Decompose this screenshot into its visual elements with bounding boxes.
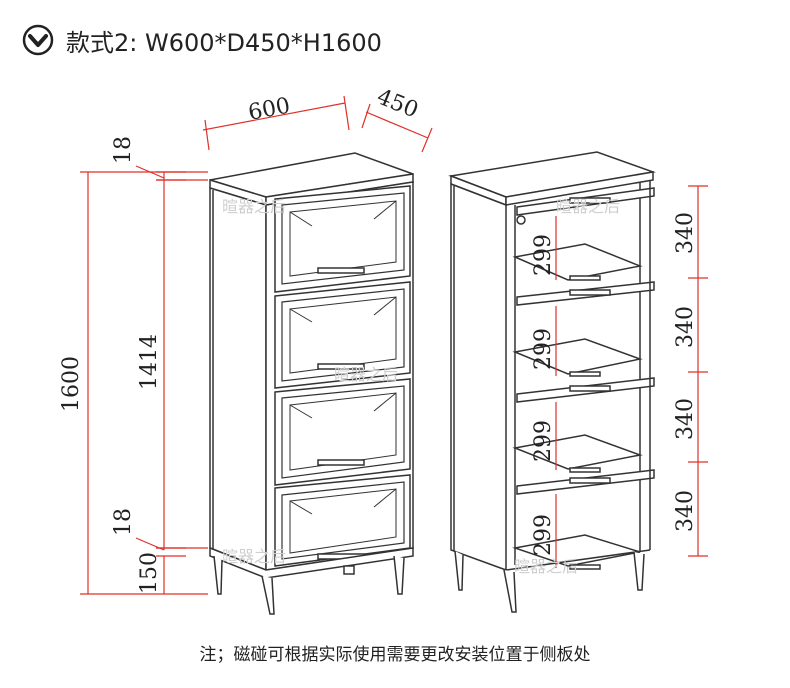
shelf-spacing-label-2: 340 [673,306,698,348]
open-cabinet [448,151,656,613]
total-height-label: 1600 [59,356,84,412]
watermark: 暄器之后 [222,197,286,216]
watermark: 暄器之后 [222,547,286,566]
inner-height-label-4: 299 [531,514,556,556]
shelf-spacing-label-3: 340 [673,398,698,440]
watermark: 暄器之后 [514,557,578,576]
shelf-spacing-label-1: 340 [673,212,698,254]
body-height-label: 1414 [137,334,162,390]
watermark: 暄器之后 [556,197,620,216]
cabinet-diagram: 600 450 1600 1414 18 18 150 340 340 340 … [59,85,708,615]
page-title: 款式2: W600*D450*H1600 [66,28,382,57]
shelf-spacing-label-4: 340 [673,490,698,532]
width-label: 600 [246,93,292,126]
chevron-down-circle-icon [22,24,54,56]
inner-height-label-1: 299 [531,234,556,276]
inner-height-label-3: 299 [531,420,556,462]
dimension-lines [80,95,708,595]
footer-note: 注；磁碰可根据实际使用需要更改安装位置于侧板处 [199,645,591,665]
header: 款式2: W600*D450*H1600 [22,20,382,60]
leg-height-label: 150 [137,552,162,594]
bottom-panel-label: 18 [111,508,136,536]
watermark: 暄器之后 [334,365,398,384]
inner-height-label-2: 299 [531,328,556,370]
top-panel-label: 18 [111,136,136,164]
front-cabinet [209,152,414,615]
